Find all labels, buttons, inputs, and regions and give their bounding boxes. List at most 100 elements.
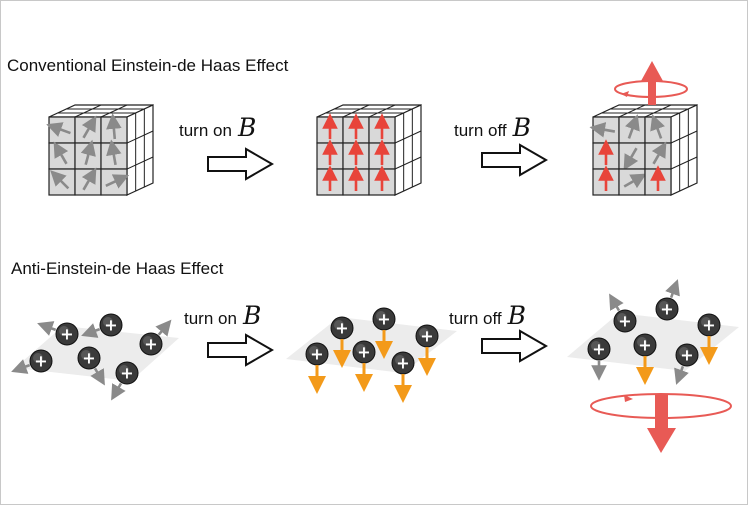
ion: + xyxy=(55,322,79,346)
angular-momentum-arrow-shaft xyxy=(655,394,668,430)
cube-grid-line xyxy=(394,156,422,170)
magnetic-moment-arrow-icon xyxy=(623,173,647,189)
angular-momentum-arrow-head xyxy=(641,61,663,81)
ion-charge-symbol: + xyxy=(660,300,673,319)
magnetic-moment-arrow-icon xyxy=(650,114,665,139)
ion-charge-symbol: + xyxy=(34,352,47,371)
rotation-ring-arrowhead xyxy=(621,91,629,97)
ion-highlight xyxy=(659,301,669,311)
ion: + xyxy=(633,333,657,357)
ion: + xyxy=(655,297,679,321)
ion-charge-symbol: + xyxy=(335,319,348,338)
magnetic-moment-arrow-icon xyxy=(80,139,96,166)
ion-charge-symbol: + xyxy=(396,354,409,373)
ion-highlight xyxy=(376,311,386,321)
ion-highlight xyxy=(143,336,153,346)
cube-side-face xyxy=(126,104,154,196)
cube-grid-line xyxy=(394,130,422,144)
magnetic-moment-arrow-icon xyxy=(105,174,130,189)
ion: + xyxy=(697,313,721,337)
magnetic-moment-arrow-icon xyxy=(81,323,101,338)
ion-charge-symbol: + xyxy=(592,340,605,359)
magnetic-moment-arrow-icon xyxy=(625,114,640,139)
ion: + xyxy=(29,349,53,373)
cube-grid-line xyxy=(670,130,698,144)
ion-highlight xyxy=(419,328,429,338)
ion-highlight xyxy=(309,346,319,356)
anti-title: Anti-Einstein-de Haas Effect xyxy=(11,259,224,278)
field-symbol: B xyxy=(242,301,262,330)
cube-grid-line xyxy=(670,156,698,170)
magnetic-moment-arrow-icon xyxy=(106,139,122,166)
ion-highlight xyxy=(356,344,366,354)
hollow-right-arrow-icon xyxy=(207,333,275,367)
magnetic-moment-arrow-icon xyxy=(609,293,624,312)
ion-highlight xyxy=(119,365,129,375)
magnetic-moment-arrow-icon xyxy=(155,319,172,337)
ion-highlight xyxy=(637,337,647,347)
ion: + xyxy=(330,316,354,340)
magnetic-moment-arrow-icon xyxy=(623,147,639,171)
ion-highlight xyxy=(334,320,344,330)
cube-grid-line xyxy=(126,130,154,144)
magnetic-moment-arrow-icon xyxy=(674,365,689,385)
angular-momentum-arrow-shaft xyxy=(648,79,656,105)
ion-highlight xyxy=(395,355,405,365)
cube-grid-line xyxy=(618,104,646,118)
magnetic-moment-arrow-icon xyxy=(81,167,97,191)
ion: + xyxy=(372,307,396,331)
ion: + xyxy=(391,351,415,375)
ion-charge-symbol: + xyxy=(120,364,133,383)
ion-charge-symbol: + xyxy=(357,343,370,362)
magnetic-moment-arrow-icon xyxy=(81,115,97,139)
field-symbol: B xyxy=(507,301,526,330)
ion-charge-symbol: + xyxy=(680,346,693,365)
ion-charge-symbol: + xyxy=(618,312,631,331)
magnetic-moment-arrow-icon xyxy=(50,170,70,190)
magnetic-moment-arrow-icon xyxy=(106,113,122,140)
hollow-right-arrow-icon xyxy=(207,147,275,181)
magnetic-moment-arrow-icon xyxy=(11,359,31,374)
ion: + xyxy=(352,340,376,364)
ion-highlight xyxy=(103,317,113,327)
field-symbol: B xyxy=(237,113,257,142)
ion-charge-symbol: + xyxy=(144,335,157,354)
magnetic-moment-arrow-icon xyxy=(46,122,71,137)
ion-charge-symbol: + xyxy=(82,349,95,368)
ion: + xyxy=(139,332,163,356)
magnetic-moment-arrow-icon xyxy=(651,141,667,165)
ion-charge-symbol: + xyxy=(104,316,117,335)
cube-grid-line xyxy=(368,104,396,118)
ion-highlight xyxy=(617,313,627,323)
rotation-ring-arrowhead xyxy=(624,395,633,402)
hollow-right-arrow-icon xyxy=(481,143,549,177)
ion-highlight xyxy=(59,326,69,336)
cube-grid-line xyxy=(342,104,370,118)
conventional-title: Conventional Einstein-de Haas Effect xyxy=(7,56,289,75)
magnetic-moment-arrow-icon xyxy=(90,367,105,386)
ion-charge-symbol: + xyxy=(638,336,651,355)
ion-highlight xyxy=(81,350,91,360)
ion-charge-symbol: + xyxy=(60,325,73,344)
ion-charge-symbol: + xyxy=(702,316,715,335)
ion-highlight xyxy=(679,347,689,357)
ion: + xyxy=(613,309,637,333)
cube-grid-line xyxy=(100,104,128,118)
cube-side-face xyxy=(394,104,422,196)
magnetic-moment-arrow-icon xyxy=(665,279,680,299)
ion-highlight xyxy=(591,341,601,351)
magnetic-moment-arrow-icon xyxy=(53,141,69,165)
field-symbol: B xyxy=(512,113,531,142)
cube-grid-line xyxy=(644,104,672,118)
magnetic-moment-arrow-icon xyxy=(589,122,616,138)
angular-momentum-arrow-head xyxy=(647,428,676,453)
magnetic-moment-arrow-icon xyxy=(111,382,126,401)
ion: + xyxy=(415,324,439,348)
ion-charge-symbol: + xyxy=(420,327,433,346)
ion-charge-symbol: + xyxy=(310,345,323,364)
